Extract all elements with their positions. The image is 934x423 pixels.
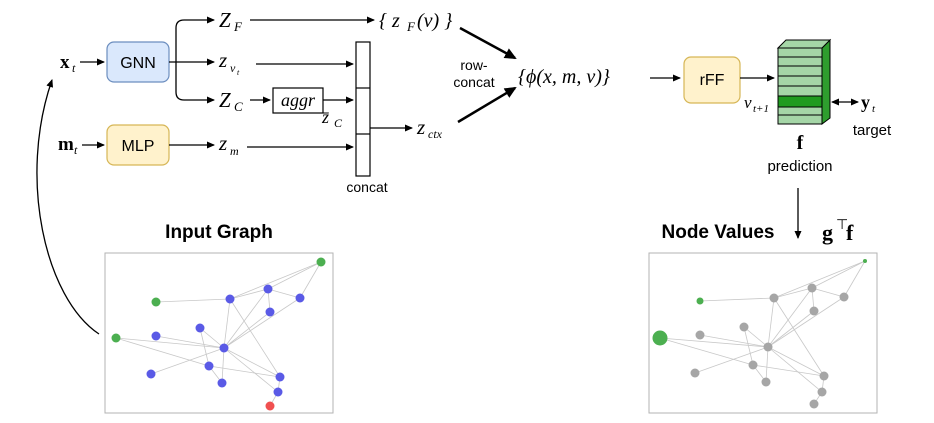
svg-text:concat: concat bbox=[453, 74, 494, 90]
node-values-panel bbox=[648, 252, 878, 414]
concat-label: concat bbox=[346, 179, 387, 195]
svg-text:z: z bbox=[416, 115, 425, 139]
latent-z-bar-c: z̄ C bbox=[321, 107, 343, 130]
svg-text:t: t bbox=[872, 103, 876, 115]
svg-text:m: m bbox=[58, 134, 74, 155]
svg-text:z̄: z̄ bbox=[321, 107, 330, 127]
input-graph-heading: Input Graph bbox=[165, 222, 273, 243]
row-concat-label: row- concat bbox=[453, 57, 494, 90]
svg-text:row-: row- bbox=[460, 57, 488, 73]
svg-text:t: t bbox=[72, 61, 76, 75]
svg-text:m: m bbox=[230, 144, 239, 158]
svg-text:Z: Z bbox=[219, 88, 231, 112]
latent-z-c: Z C bbox=[219, 88, 243, 114]
latent-z-m: z m bbox=[218, 131, 239, 158]
svg-text:C: C bbox=[234, 99, 243, 114]
svg-text:f: f bbox=[846, 220, 854, 245]
svg-text:(v) }: (v) } bbox=[417, 10, 452, 32]
g-transpose-f: g ⊤ f bbox=[822, 216, 854, 245]
node-values-nodes bbox=[652, 259, 867, 409]
svg-text:aggr: aggr bbox=[281, 90, 316, 110]
input-x-t: x t bbox=[60, 52, 76, 75]
svg-text:F: F bbox=[406, 19, 416, 34]
svg-text:F: F bbox=[233, 19, 243, 34]
svg-text:MLP: MLP bbox=[122, 138, 155, 155]
svg-text:rFF: rFF bbox=[700, 72, 725, 89]
gnn-box: GNN bbox=[106, 41, 170, 83]
node-values-heading: Node Values bbox=[662, 222, 775, 243]
svg-text:z: z bbox=[218, 48, 227, 72]
prediction-stack bbox=[776, 38, 832, 125]
svg-text:GNN: GNN bbox=[120, 55, 156, 72]
input-m-t: m t bbox=[58, 134, 78, 157]
aggr-box: aggr bbox=[272, 87, 324, 114]
svg-text:Z: Z bbox=[219, 8, 231, 32]
svg-text:y: y bbox=[861, 92, 870, 112]
input-graph-nodes bbox=[111, 257, 326, 411]
concat-vector bbox=[355, 41, 371, 177]
svg-text:v: v bbox=[744, 93, 752, 112]
svg-text:x: x bbox=[60, 52, 70, 73]
svg-text:⊤: ⊤ bbox=[836, 216, 848, 232]
svg-text:t+1: t+1 bbox=[753, 103, 769, 115]
input-graph-edges bbox=[115, 261, 322, 407]
latent-z-ctx: z ctx bbox=[416, 115, 443, 141]
svg-text:C: C bbox=[334, 116, 343, 130]
node-values-edges bbox=[659, 260, 866, 405]
v-next-label: v t+1 bbox=[744, 93, 769, 115]
prediction-label: prediction bbox=[767, 158, 832, 175]
svg-text:z: z bbox=[218, 131, 227, 155]
svg-text:{ z: { z bbox=[379, 10, 400, 32]
svg-text:ctx: ctx bbox=[428, 127, 443, 141]
svg-text:t: t bbox=[74, 143, 78, 157]
latent-z-f: Z F bbox=[219, 8, 243, 34]
target-label: target bbox=[853, 122, 892, 139]
svg-text:t: t bbox=[237, 68, 240, 77]
latent-z-v-t: z v t bbox=[218, 48, 240, 77]
rff-box: rFF bbox=[683, 56, 741, 104]
gnn-branch-connectors bbox=[169, 16, 215, 104]
arrow-zctx-to-phi bbox=[457, 86, 517, 124]
svg-text:g: g bbox=[822, 220, 833, 245]
set-z-f-v: { z F (v) } bbox=[379, 10, 452, 34]
arrow-set-to-phi bbox=[459, 26, 517, 60]
arrow-graph-to-x bbox=[36, 79, 100, 335]
input-graph-panel bbox=[104, 252, 334, 414]
svg-text:v: v bbox=[230, 61, 236, 75]
phi-expression: {ϕ(x, m, v)} bbox=[518, 66, 610, 88]
mlp-box: MLP bbox=[106, 124, 170, 166]
f-label: f bbox=[797, 132, 804, 154]
target-y-t: y t bbox=[861, 92, 876, 115]
